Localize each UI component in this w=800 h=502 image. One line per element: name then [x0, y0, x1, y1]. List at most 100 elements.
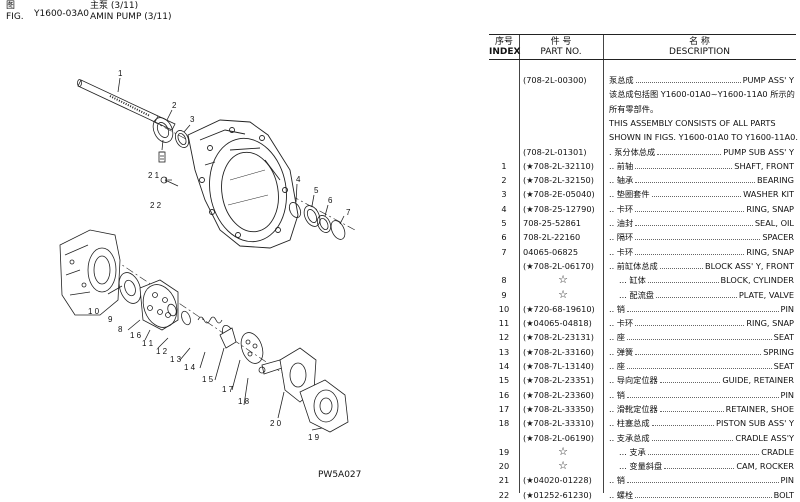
row-index: 2: [501, 175, 507, 186]
header-desc-en: DESCRIPTION: [669, 47, 730, 57]
row-index: 10: [498, 303, 510, 314]
description-note: SHOWN IN FIGS. Y1600-01A0 TO Y1600-11A0.: [609, 132, 798, 143]
callout-16: 1 6: [130, 331, 142, 340]
diagram-code: PW5A027: [318, 470, 362, 480]
callout-12: 1 2: [156, 347, 168, 356]
fig-number: Y1600-03A0: [34, 9, 89, 19]
description-zh: ... 配流盘: [619, 289, 654, 300]
description-en: PUMP SUB ASS' Y: [723, 146, 794, 157]
description-zh: .. 油封: [609, 218, 634, 228]
description-zh: .. 轴承: [609, 175, 634, 186]
leader-dots: [635, 202, 745, 212]
callout-3: 3: [190, 115, 195, 124]
description-en: PISTON SUB ASS' Y: [716, 418, 794, 429]
callout-1: 1: [118, 69, 123, 78]
leader-dots: [635, 159, 733, 169]
description: .. 卡环 RING, SNAP: [609, 245, 794, 259]
callout-8: 8: [118, 325, 123, 334]
row-index: 14: [498, 361, 510, 371]
star-marker: ☆: [558, 273, 568, 287]
callout-10: 1 0: [88, 307, 100, 316]
part-number: (★708-2L-23131): [523, 332, 594, 343]
header-desc-zh: 名 称: [689, 37, 710, 47]
callout-5: 5: [314, 186, 319, 195]
description-en: BLOCK, CYLINDER: [720, 275, 794, 286]
description-zh: ... 缸体: [619, 275, 646, 286]
row-index: 19: [498, 446, 510, 457]
description-zh: .. 滑靴定位器: [609, 403, 658, 414]
description: ... 缸体 BLOCK, CYLINDER: [619, 273, 794, 287]
description-zh: 泵总成: [609, 75, 634, 85]
description-zh: .. 前缸体总成: [609, 260, 658, 271]
description-en: SEAL, OIL: [754, 218, 794, 228]
description-note: THIS ASSEMBLY CONSISTS OF ALL PARTS: [609, 117, 776, 128]
leader-dots: [659, 259, 703, 269]
description-zh: .. 卡环: [609, 318, 634, 329]
description-en: SHAFT, FRONT: [734, 160, 794, 171]
description-en: BEARING: [757, 175, 794, 186]
leader-dots: [635, 488, 772, 498]
part-number: (★708-25-12790): [523, 203, 595, 214]
part-number: (★708-2L-33350): [523, 403, 594, 414]
description: ... 变量斜盘 CAM, ROCKER: [619, 459, 794, 473]
row-index: 4: [501, 203, 507, 214]
description-zh: ... 变量斜盘: [619, 461, 663, 472]
description-en: CRADLE ASS'Y: [735, 432, 794, 443]
part-number: (708-2L-01301): [523, 146, 587, 157]
part-number: 04065-06825: [523, 246, 579, 257]
description-en: RING, SNAP: [746, 246, 794, 257]
table-row: 7 04065-06825 .. 卡环 RING, SNAP: [489, 245, 796, 259]
callout-2: 2: [172, 101, 177, 110]
leader-dots: [627, 388, 779, 398]
description-zh: .. 卡环: [609, 246, 634, 257]
callout-22: 2 2: [150, 201, 162, 210]
description-note: 该总成包括图 Y1600-01A0~Y1600-11A0 所示的: [609, 89, 795, 100]
description-en: RING, SNAP: [746, 318, 794, 329]
description-en: PLATE, VALVE: [738, 289, 794, 300]
description-en: GUIDE, RETAINER: [722, 375, 794, 386]
description-en: WASHER KIT: [743, 189, 794, 200]
description-en: PUMP ASS' Y: [742, 75, 794, 85]
description-zh: .. 销: [609, 303, 625, 314]
row-index: 11: [498, 318, 510, 329]
part-number: (★708-2E-05040): [523, 189, 595, 200]
description-en: CAM, ROCKER: [736, 461, 794, 472]
row-index: 3: [501, 189, 507, 200]
row-index: 22: [498, 489, 510, 500]
row-index: 12: [498, 332, 510, 343]
description-zh: .. 弹簧: [609, 346, 634, 357]
row-index: 7: [501, 246, 507, 257]
part-number: (★708-2L-06190): [523, 432, 594, 443]
row-index: 21: [498, 475, 510, 486]
callout-4: 4: [296, 175, 301, 184]
description: ... 配流盘 PLATE, VALVE: [619, 288, 794, 302]
callout-7: 7: [346, 208, 351, 217]
row-index: 5: [501, 218, 507, 228]
description-en: PIN: [780, 475, 794, 486]
description-en: SEAT: [773, 332, 794, 343]
row-index: 18: [498, 418, 510, 429]
leader-dots: [635, 316, 745, 327]
description-en: PIN: [780, 389, 794, 400]
leader-dots: [635, 73, 741, 83]
callout-21: 2 1: [148, 171, 160, 180]
description-en: BLOCK ASS' Y, FRONT: [704, 260, 794, 271]
